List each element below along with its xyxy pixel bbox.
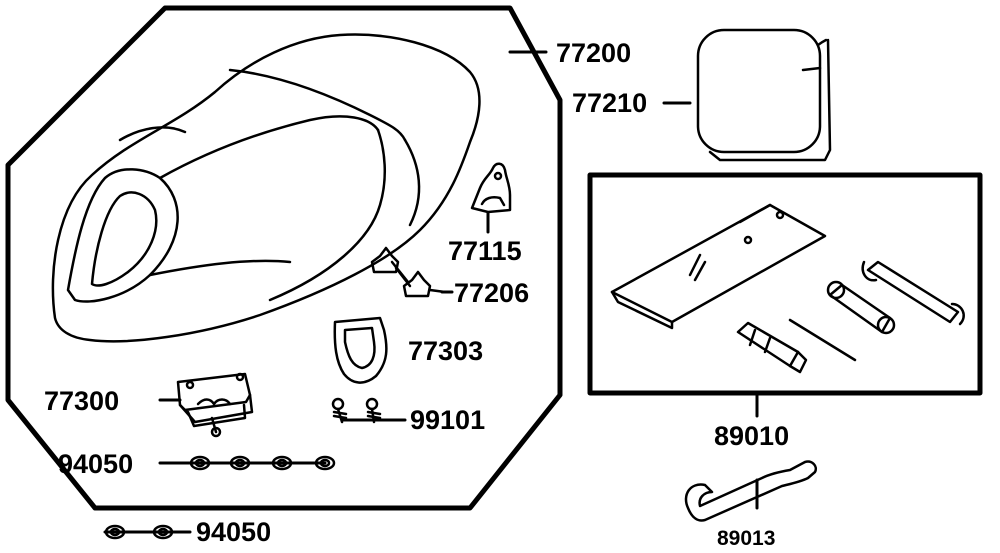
tool-pouch-illustration[interactable] — [610, 203, 827, 330]
part-number-77115: 77115 — [448, 236, 522, 266]
part-number-77210: 77210 — [572, 88, 648, 118]
part-number-94050-outer: 94050 — [196, 517, 272, 547]
box-wrench-illustration[interactable] — [826, 280, 896, 335]
part-number-99101: 99101 — [410, 405, 486, 435]
part-number-94050-inner: 94050 — [58, 449, 134, 479]
seat-illustration[interactable] — [51, 33, 481, 343]
seat-group-frame — [5, 5, 563, 511]
hook-spanner-illustration[interactable] — [684, 460, 817, 522]
leader-lines — [103, 50, 759, 534]
lock-illustration[interactable] — [176, 372, 254, 438]
open-spanner-illustration[interactable] — [861, 260, 965, 326]
backrest-illustration[interactable] — [696, 28, 832, 162]
part-number-77206: 77206 — [454, 278, 530, 308]
part-number-77303: 77303 — [408, 336, 484, 366]
part-number-77300: 77300 — [44, 386, 120, 416]
toolkit-frame — [587, 172, 983, 396]
strap-illustration[interactable] — [333, 316, 388, 384]
damper-illustration[interactable] — [370, 246, 447, 298]
part-number-89013: 89013 — [717, 527, 776, 550]
part-number-77200: 77200 — [556, 38, 632, 68]
hook-illustration[interactable] — [470, 162, 512, 214]
part-number-89010: 89010 — [714, 421, 790, 451]
screwdriver-illustration[interactable] — [736, 318, 857, 374]
